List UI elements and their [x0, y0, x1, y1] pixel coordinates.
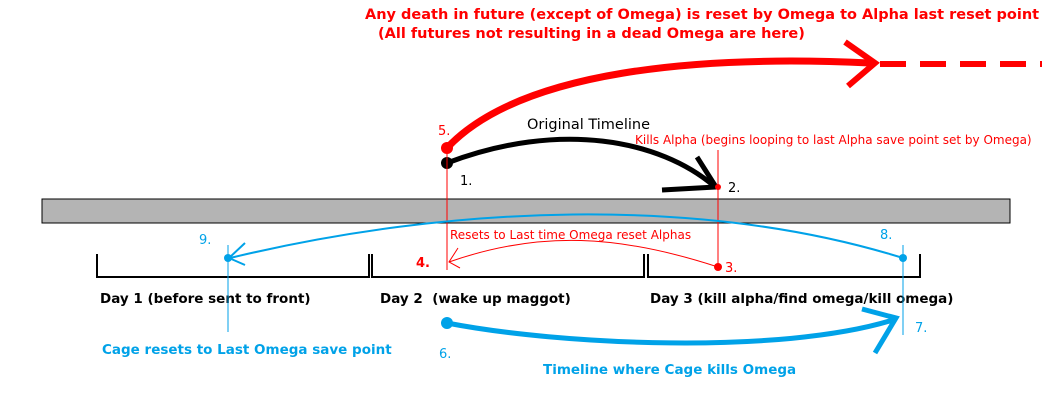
marker-6: 6.: [439, 347, 451, 362]
point-6: [441, 317, 453, 329]
day-2-label: Day 2 (wake up maggot): [380, 291, 571, 307]
cage-timeline-label: Timeline where Cage kills Omega: [543, 362, 796, 378]
point-8: [899, 254, 907, 262]
timeline-bar: [41, 198, 1011, 224]
header-line-1: Any death in future (except of Omega) is…: [365, 7, 1039, 23]
day-3-bracket: [647, 254, 921, 278]
day-2-bracket: [371, 254, 645, 278]
alpha-reset-arrow: [448, 239, 719, 268]
future-arrowhead-icon: [843, 39, 880, 89]
marker-4: 4.: [416, 256, 430, 271]
original-timeline-label: Original Timeline: [527, 117, 650, 133]
cage-reset-arrow: [229, 213, 904, 259]
marker-5: 5.: [438, 124, 450, 139]
future-deaths-arrow: [443, 57, 874, 152]
cage-resets-label: Cage resets to Last Omega save point: [102, 342, 392, 358]
point-3: [714, 263, 722, 271]
marker-3: 3.: [725, 261, 737, 276]
cage-arrowhead-icon: [861, 306, 900, 355]
marker-8: 8.: [880, 228, 892, 243]
day-1-label: Day 1 (before sent to front): [100, 291, 311, 307]
original-arrowhead-icon: [661, 155, 721, 193]
cage-timeline-arrow: [446, 317, 894, 346]
header-line-2: (All futures not resulting in a dead Ome…: [378, 26, 805, 42]
day-1-bracket: [96, 254, 370, 278]
point-9: [224, 254, 232, 262]
marker-9: 9.: [199, 233, 211, 248]
kills-alpha-label: Kills Alpha (begins looping to last Alph…: [635, 133, 1032, 147]
resets-label: Resets to Last time Omega reset Alphas: [450, 228, 691, 242]
marker-7: 7.: [915, 321, 927, 336]
point-2: [715, 184, 721, 190]
day-3-label: Day 3 (kill alpha/find omega/kill omega): [650, 291, 953, 307]
alpha-reset-arrowhead-icon: [448, 247, 461, 269]
marker-1: 1.: [460, 174, 472, 189]
marker-2: 2.: [728, 181, 740, 196]
original-timeline-arrow: [446, 136, 716, 188]
